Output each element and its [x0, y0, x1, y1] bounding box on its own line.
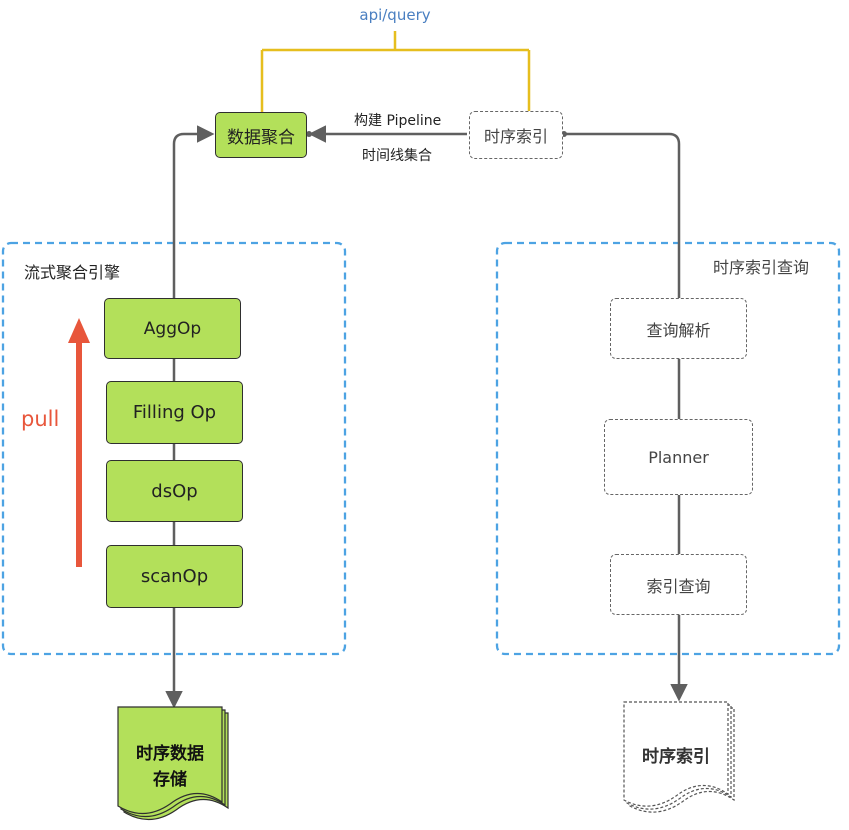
left-group-title: 流式聚合引擎 [24, 263, 121, 282]
right-group-border [495, 241, 841, 656]
query-parse-node[interactable]: 查询解析 [610, 298, 747, 359]
build-pipeline-label: 构建 Pipeline [354, 113, 442, 129]
filling-op-node[interactable]: Filling Op [106, 381, 243, 444]
storage-document-shape [117, 706, 229, 821]
data-aggregation-node[interactable]: 数据聚合 [215, 112, 307, 158]
pull-label: pull [21, 407, 60, 431]
storage-label-line1: 时序数据 [136, 744, 204, 764]
ds-op-node[interactable]: dsOp [106, 460, 243, 522]
left-flow-line [172, 125, 215, 300]
api-query-label: api/query [359, 6, 431, 24]
api-connector [260, 31, 531, 112]
series-set-label: 时间线集合 [362, 148, 432, 164]
agg-op-node[interactable]: AggOp [104, 298, 241, 359]
right-flow-line [564, 132, 681, 299]
index-document-label: 时序索引 [642, 747, 710, 767]
storage-label-line2: 存储 [153, 770, 187, 790]
scan-op-node[interactable]: scanOp [106, 545, 243, 608]
index-document-shape [623, 701, 735, 813]
planner-node[interactable]: Planner [604, 419, 753, 495]
index-query-node[interactable]: 索引查询 [610, 554, 747, 615]
right-group-title: 时序索引查询 [713, 258, 810, 277]
timeseries-index-node[interactable]: 时序索引 [469, 111, 563, 159]
